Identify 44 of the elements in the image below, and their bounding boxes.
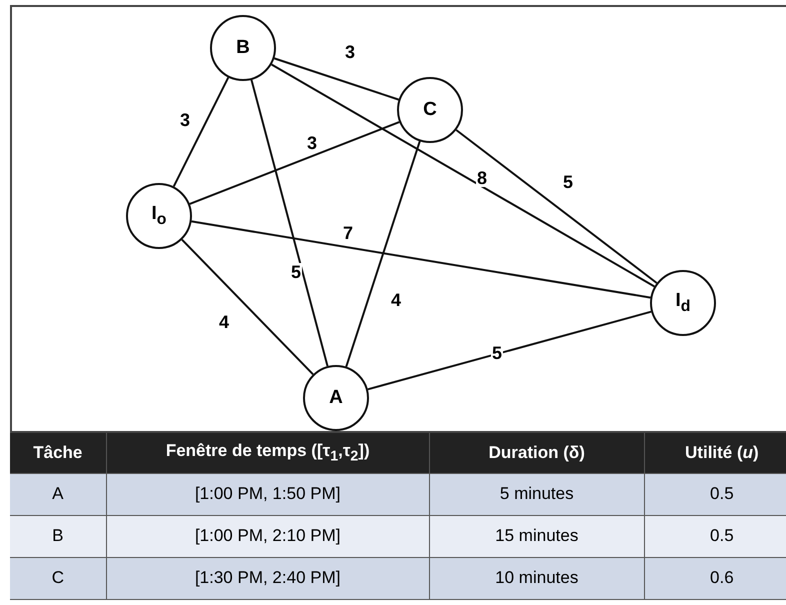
table-cell: 10 minutes: [429, 557, 644, 599]
table-cell: C: [10, 557, 106, 599]
edge-line: [271, 64, 655, 288]
header-cell: Fenêtre de temps ([τ$_{1}$,τ$_{2}$]): [106, 433, 430, 473]
table-cell: 5 minutes: [429, 473, 644, 515]
edge-line: [345, 141, 421, 367]
edge-line: [181, 238, 314, 376]
table-cell: 0.5: [644, 473, 786, 515]
edge-label: 5: [290, 263, 302, 281]
table-cell: [1:00 PM, 1:50 PM]: [106, 473, 430, 515]
edge-label: 7: [342, 224, 354, 242]
node-circle: [126, 183, 192, 249]
edge-line: [274, 57, 399, 101]
edge-line: [189, 121, 400, 205]
edge-label: 8: [476, 169, 488, 187]
edge-line: [456, 129, 658, 284]
edge-line: [250, 80, 328, 366]
edge-label: 4: [218, 313, 230, 331]
header-cell: Tâche: [10, 433, 106, 473]
node-label: A: [329, 387, 343, 409]
edge-label: 4: [390, 291, 402, 309]
edge-label: 3: [306, 134, 318, 152]
table-cell: 0.5: [644, 515, 786, 557]
table-cell: 0.6: [644, 557, 786, 599]
table-cell: [1:30 PM, 2:40 PM]: [106, 557, 430, 599]
header-cell: Duration (δ): [429, 433, 644, 473]
edge-line: [172, 77, 230, 187]
edge-label: 5: [562, 173, 574, 191]
node-label: I$_{d}$: [676, 290, 690, 316]
node-label: I$_{o}$: [152, 203, 166, 229]
edge-label: 5: [491, 344, 503, 362]
node-circle: [303, 365, 369, 431]
table-cell: [1:00 PM, 2:10 PM]: [106, 515, 430, 557]
table-cell: A: [10, 473, 106, 515]
edge-label: 3: [344, 43, 356, 61]
edge-line: [368, 310, 652, 390]
node-circle: [397, 77, 463, 143]
node-label: B: [236, 37, 250, 59]
header-cell: Utilité (u): [644, 433, 786, 473]
edge-line: [191, 220, 651, 299]
table-cell: 15 minutes: [429, 515, 644, 557]
node-label: C: [423, 99, 437, 121]
edge-label: 3: [179, 111, 191, 129]
table-cell: B: [10, 515, 106, 557]
